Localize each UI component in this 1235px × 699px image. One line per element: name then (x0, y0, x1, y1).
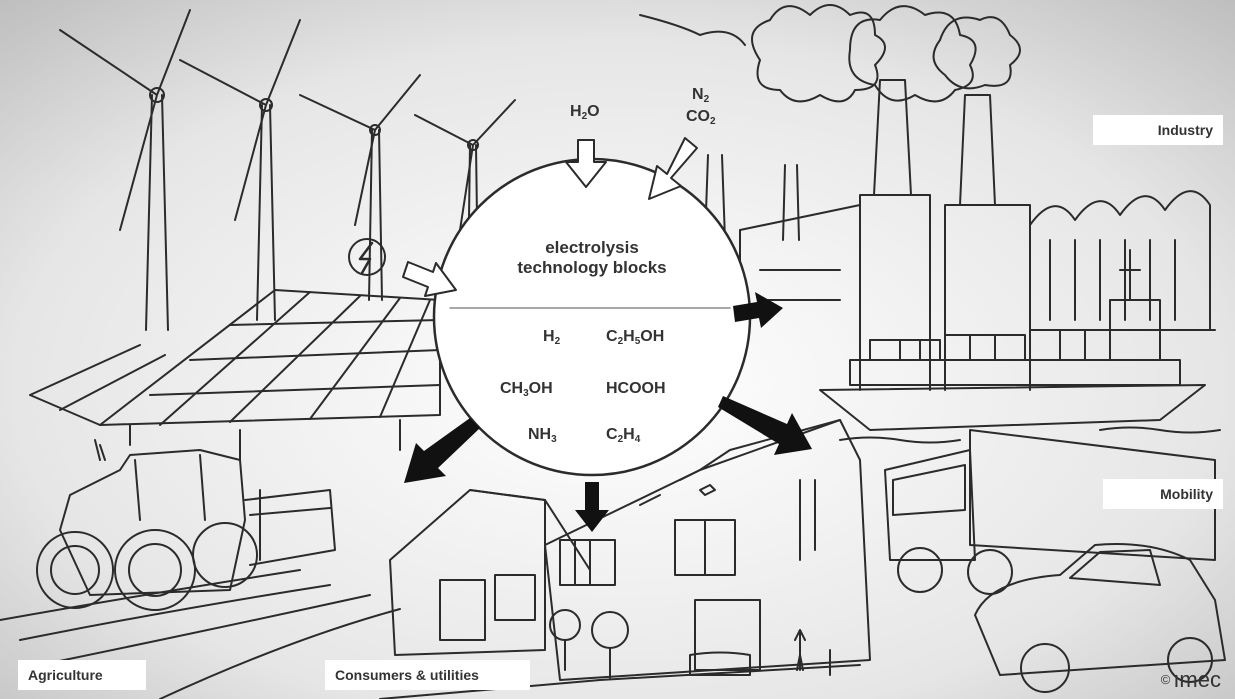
energy-input-arrow (402, 261, 457, 297)
electrolysis-circle (432, 157, 752, 477)
car (974, 543, 1226, 693)
circle-title-line2: technology blocks (517, 258, 667, 277)
field-lines (0, 569, 401, 699)
houses (379, 419, 871, 699)
co2-input-arrow (648, 137, 698, 200)
product-ethylene: C2H4 (606, 426, 641, 445)
copyright-symbol: © (1160, 672, 1171, 687)
industry-output-arrow (733, 292, 783, 328)
agriculture-output-arrow (404, 418, 480, 483)
wind-turbines (59, 9, 516, 331)
water-input-arrow (565, 139, 607, 188)
truck (884, 429, 1216, 595)
smoke-clouds (639, 4, 1021, 103)
imec-logo: ©ımec (1161, 667, 1221, 693)
circle-title: electrolysis technology blocks (492, 238, 692, 278)
product-methanol: CH3OH (500, 380, 553, 399)
industry-label: Industry (1093, 115, 1223, 145)
water-label: H2O (570, 103, 600, 122)
circle-title-line1: electrolysis (545, 238, 639, 257)
product-hydrogen: H2 (543, 328, 561, 347)
mobility-label: Mobility (1103, 479, 1223, 509)
co2-label: CO2 (686, 108, 716, 127)
brand-name: ımec (1173, 667, 1221, 692)
consumers-label: Consumers & utilities (325, 660, 530, 690)
consumers-output-arrow (575, 482, 609, 532)
product-ammonia: NH3 (528, 426, 557, 445)
product-ethanol: C2H5OH (606, 328, 665, 347)
product-formic-acid: HCOOH (606, 380, 666, 397)
nitrogen-label: N2 (692, 86, 710, 105)
agriculture-label: Agriculture (18, 660, 146, 690)
container-ship (819, 249, 1221, 444)
mobility-output-arrow (718, 396, 812, 455)
tractor (36, 439, 336, 611)
lightning-icon (348, 238, 386, 276)
